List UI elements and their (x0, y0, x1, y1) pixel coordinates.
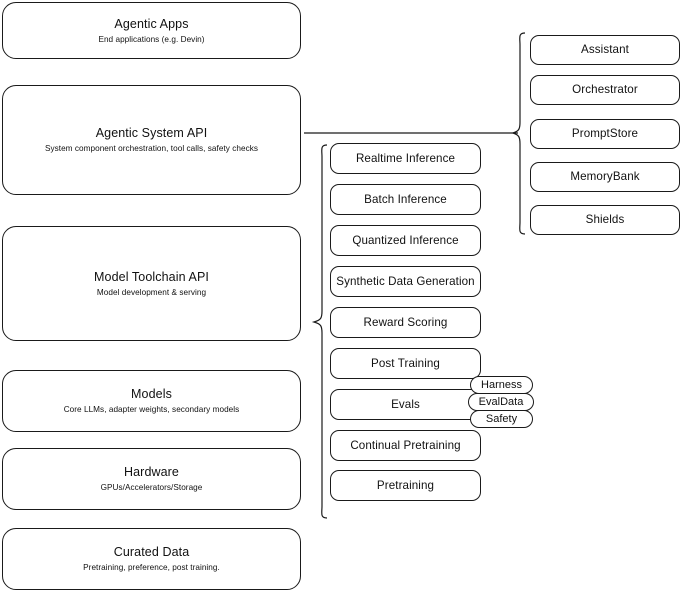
evals-subitem-harness[interactable]: Harness (470, 376, 533, 394)
agentic-component-label: Assistant (581, 43, 629, 56)
agentic-component-label: Shields (585, 213, 625, 226)
toolchain-item-label: Pretraining (376, 478, 435, 492)
layer-subtitle: GPUs/Accelerators/Storage (100, 483, 203, 492)
evals-subitem-label: Harness (481, 379, 522, 391)
toolchain-item-batch-inference[interactable]: Batch Inference (330, 184, 481, 215)
agentic-component-orchestrator[interactable]: Orchestrator (530, 75, 680, 105)
agentic-component-promptstore[interactable]: PromptStore (530, 119, 680, 149)
toolchain-item-label: Quantized Inference (352, 233, 459, 247)
toolchain-item-post-training[interactable]: Post Training (330, 348, 481, 379)
layer-subtitle: Core LLMs, adapter weights, secondary mo… (63, 405, 240, 414)
toolchain-item-label: Batch Inference (364, 192, 447, 206)
toolchain-item-quantized-inference[interactable]: Quantized Inference (330, 225, 481, 256)
layer-box-curated-data[interactable]: Curated Data Pretraining, preference, po… (2, 528, 301, 590)
evals-subitem-label: EvalData (478, 396, 524, 408)
evals-subitem-evaldata[interactable]: EvalData (468, 393, 534, 411)
agentic-component-label: PromptStore (571, 127, 639, 140)
layer-box-hardware[interactable]: Hardware GPUs/Accelerators/Storage (2, 448, 301, 510)
layer-box-agentic-system-api[interactable]: Agentic System API System component orch… (2, 85, 301, 195)
toolchain-item-label: Synthetic Data Generation (336, 274, 475, 288)
agentic-component-memorybank[interactable]: MemoryBank (530, 162, 680, 192)
agentic-component-assistant[interactable]: Assistant (530, 35, 680, 65)
layer-box-models[interactable]: Models Core LLMs, adapter weights, secon… (2, 370, 301, 432)
brace-agentic-system (511, 32, 526, 235)
evals-subitem-label: Safety (485, 413, 518, 425)
agentic-component-label: MemoryBank (570, 170, 640, 183)
toolchain-item-label: Reward Scoring (363, 315, 448, 329)
layer-title: Model Toolchain API (94, 269, 209, 284)
layer-title: Agentic Apps (114, 16, 189, 31)
layer-subtitle: System component orchestration, tool cal… (44, 144, 259, 153)
evals-subitem-safety[interactable]: Safety (470, 410, 533, 428)
toolchain-item-realtime-inference[interactable]: Realtime Inference (330, 143, 481, 174)
layer-title: Agentic System API (95, 126, 208, 140)
agentic-component-label: Orchestrator (572, 83, 638, 96)
layer-subtitle: End applications (e.g. Devin) (98, 34, 205, 44)
toolchain-item-synthetic-data-generation[interactable]: Synthetic Data Generation (330, 266, 481, 297)
toolchain-item-label: Evals (391, 397, 420, 411)
toolchain-item-label: Continual Pretraining (350, 438, 461, 452)
layer-box-agentic-apps[interactable]: Agentic Apps End applications (e.g. Devi… (2, 2, 301, 59)
layer-title: Curated Data (113, 545, 190, 559)
layer-title: Hardware (124, 465, 179, 479)
toolchain-item-pretraining[interactable]: Pretraining (330, 470, 481, 501)
layer-subtitle: Pretraining, preference, post training. (83, 563, 220, 572)
toolchain-item-evals[interactable]: Evals (330, 389, 481, 420)
layer-subtitle: Model development & serving (96, 287, 207, 297)
layer-title: Models (131, 387, 172, 401)
brace-model-toolchain (311, 144, 328, 519)
toolchain-item-reward-scoring[interactable]: Reward Scoring (330, 307, 481, 338)
toolchain-item-continual-pretraining[interactable]: Continual Pretraining (330, 430, 481, 461)
toolchain-item-label: Realtime Inference (355, 151, 456, 165)
layer-box-model-toolchain-api[interactable]: Model Toolchain API Model development & … (2, 226, 301, 341)
agentic-component-shields[interactable]: Shields (530, 205, 680, 235)
toolchain-item-label: Post Training (371, 356, 440, 370)
